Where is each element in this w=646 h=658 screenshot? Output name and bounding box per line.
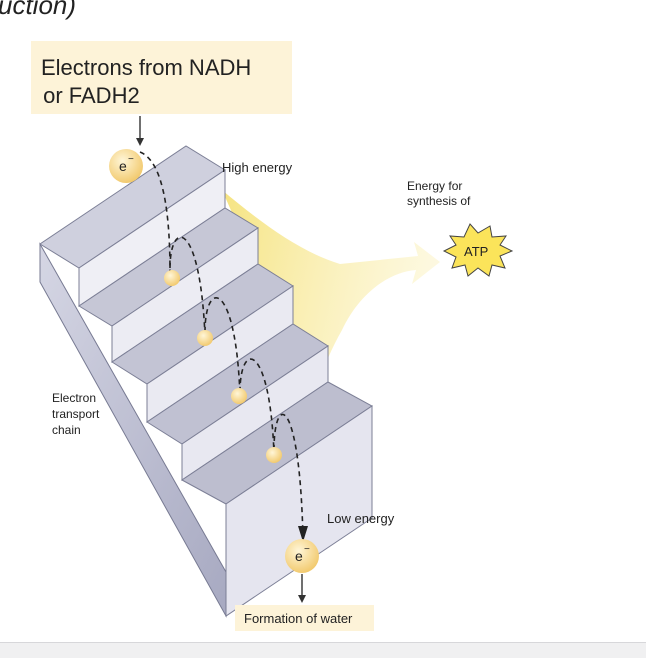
hop-4 [239,358,275,455]
atp-label: ATP [464,244,488,259]
sink-box [235,605,374,631]
electron-start-charge: − [128,154,134,165]
hop-5 [273,413,304,541]
cut-heading: uction) [0,0,76,20]
electron-start [109,149,143,183]
electron-end-symbol: e [295,548,303,564]
source-box-line1: Electrons from NADH [41,55,251,80]
staircase [39,145,373,617]
low-energy-label: Low energy [327,511,395,526]
high-energy-label: High energy [222,160,293,175]
energy-for-label-line2: synthesis of [407,194,471,208]
chain-label-line2: transport [52,407,100,421]
chain-label-line1: Electron [52,391,96,405]
electron-step-3 [231,388,247,404]
source-box-line2: or FADH2 [37,83,140,108]
bottom-toolbar-strip [0,642,646,658]
energy-glow [222,190,440,398]
electron-end [285,539,319,573]
electron-end-charge: − [304,544,310,555]
sink-box-label: Formation of water [244,611,353,626]
chain-label-line3: chain [52,423,81,437]
atp-burst-icon [442,223,514,277]
stair-5-riser [225,405,373,617]
water-arrow-head [298,595,306,603]
electron-step-2 [197,330,213,346]
electron-step-4 [266,447,282,463]
source-box [31,41,292,114]
exit-arrow-head [298,526,308,542]
entry-arrow-head [136,138,144,146]
electron-step-1 [164,270,180,286]
electron-path [139,151,304,541]
electron-start-symbol: e [119,158,127,174]
energy-for-label-line1: Energy for [407,179,462,193]
hop-2 [169,236,206,337]
